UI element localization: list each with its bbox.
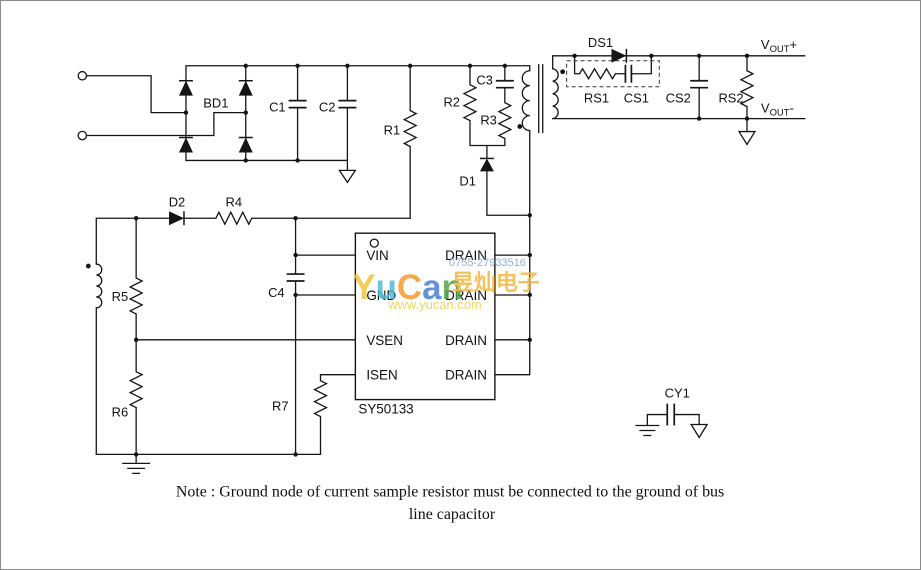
watermark-phone: 0755-27933516 [449, 257, 526, 269]
component-labels: BD1 C1 C2 R1 C3 R2 R3 D1 D2 R4 C4 R5 R6 … [112, 35, 744, 420]
note: Note : Ground node of current sample res… [176, 483, 724, 523]
note-line1: Note : Ground node of current sample res… [176, 483, 724, 500]
label-cs2: CS2 [666, 91, 691, 106]
vout-minus-label: VOUT- [761, 101, 794, 119]
pin-isen: ISEN [366, 368, 397, 383]
ground-icon [338, 169, 357, 184]
label-bd1: BD1 [203, 96, 228, 111]
primary-winding [521, 70, 530, 132]
bridge-rectifier [178, 79, 253, 153]
label-c4: C4 [268, 285, 285, 300]
earth-ground-icon [122, 462, 151, 474]
watermark-brand: YuCan [352, 268, 462, 307]
pin-drain3: DRAIN [445, 333, 487, 348]
primary-phase-dot [517, 124, 523, 129]
transformer [517, 64, 566, 134]
capacitor-plates [286, 64, 709, 426]
label-rs1: RS1 [584, 91, 609, 106]
aux-phase-dot [85, 263, 91, 269]
pin-vin: VIN [366, 248, 388, 263]
secondary-phase-dot [560, 69, 566, 75]
watermark: YuCan 0755-27933516 昱灿电子 www.yucan.com [352, 257, 539, 312]
pin-drain1: DRAIN [445, 248, 487, 263]
output-labels: VOUT+ VOUT- [761, 37, 797, 119]
diode-d1 [479, 157, 494, 172]
label-r3: R3 [480, 113, 497, 128]
watermark-url: www.yucan.com [387, 297, 481, 312]
label-r6: R6 [112, 405, 129, 420]
label-c3: C3 [476, 73, 493, 88]
pin-vsen: VSEN [366, 333, 403, 348]
ground-icon [690, 423, 709, 439]
diode-d2 [169, 211, 185, 226]
earth-ground-icon [635, 424, 660, 437]
label-r1: R1 [384, 123, 401, 138]
label-ds1: DS1 [588, 35, 613, 50]
ground-symbols [122, 130, 757, 474]
resistor-bodies [128, 67, 755, 418]
pin1-marker [369, 238, 379, 248]
label-c2: C2 [319, 100, 336, 115]
transformer-core [538, 64, 544, 134]
label-cy1: CY1 [665, 386, 690, 401]
vout-plus-label: VOUT+ [761, 37, 797, 55]
pin-gnd: GND [366, 288, 396, 303]
note-line2: line capacitor [409, 506, 496, 523]
label-r2: R2 [443, 95, 460, 110]
snubber-dashed-box [566, 60, 660, 88]
label-r4: R4 [226, 194, 243, 209]
label-d1: D1 [459, 173, 476, 188]
ac-input-terminals [77, 70, 88, 141]
label-cs1: CS1 [624, 91, 649, 106]
ic-part-number: SY50133 [358, 402, 413, 417]
wires [85, 55, 806, 465]
label-r7: R7 [272, 399, 289, 414]
pin-drain4: DRAIN [445, 368, 487, 383]
ic-sy50133: VIN GND VSEN ISEN DRAIN DRAIN DRAIN DRAI… [354, 232, 496, 417]
input-terminal-top [77, 70, 88, 81]
secondary-winding [552, 68, 559, 120]
aux-winding [85, 263, 103, 309]
label-d2: D2 [169, 194, 186, 209]
label-rs2: RS2 [718, 91, 743, 106]
label-r5: R5 [112, 289, 129, 304]
pin-drain2: DRAIN [445, 288, 487, 303]
input-terminal-bottom [77, 130, 88, 141]
junction-dots [133, 53, 750, 457]
label-c1: C1 [269, 100, 286, 115]
ground-icon [737, 130, 757, 146]
watermark-company: 昱灿电子 [452, 270, 540, 295]
